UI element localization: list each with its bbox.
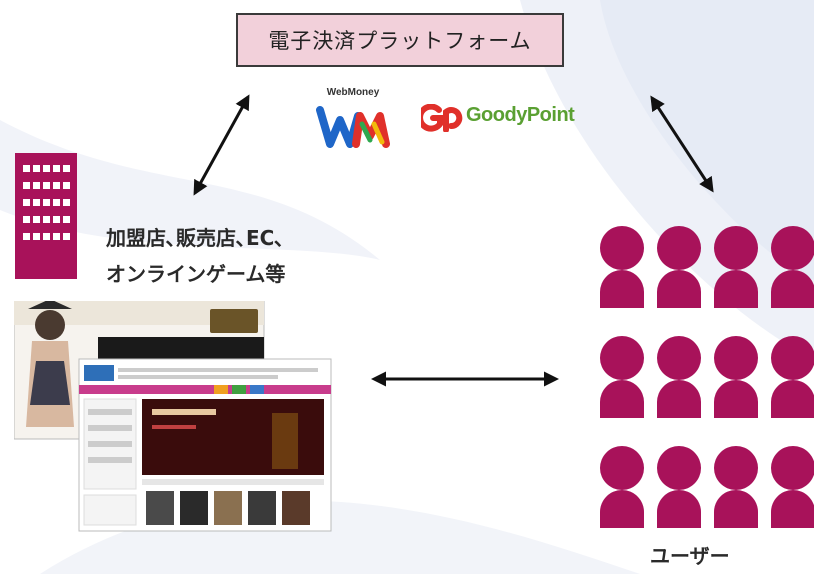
- webmoney-label: WebMoney: [326, 87, 380, 98]
- goodypoint-label: GoodyPoint: [466, 104, 575, 126]
- users-icon: [600, 226, 814, 528]
- platform-label: 電子決済プラットフォーム: [268, 29, 532, 53]
- users-label: ユーザー: [650, 544, 730, 568]
- merchant-label-line1: 加盟店､販売店､EC､: [106, 226, 285, 250]
- merchant-label: 加盟店､販売店､EC､ オンラインゲーム等: [106, 220, 285, 292]
- platform-box: 電子決済プラットフォーム: [236, 13, 564, 67]
- merchant-label-line2: オンラインゲーム等: [106, 262, 286, 286]
- goodypoint-mark-icon: [421, 104, 463, 132]
- website-screenshots: [14, 301, 332, 532]
- building-icon: [15, 153, 77, 279]
- shop-site-screenshot: [78, 358, 332, 532]
- webmoney-logo-icon: [316, 106, 390, 148]
